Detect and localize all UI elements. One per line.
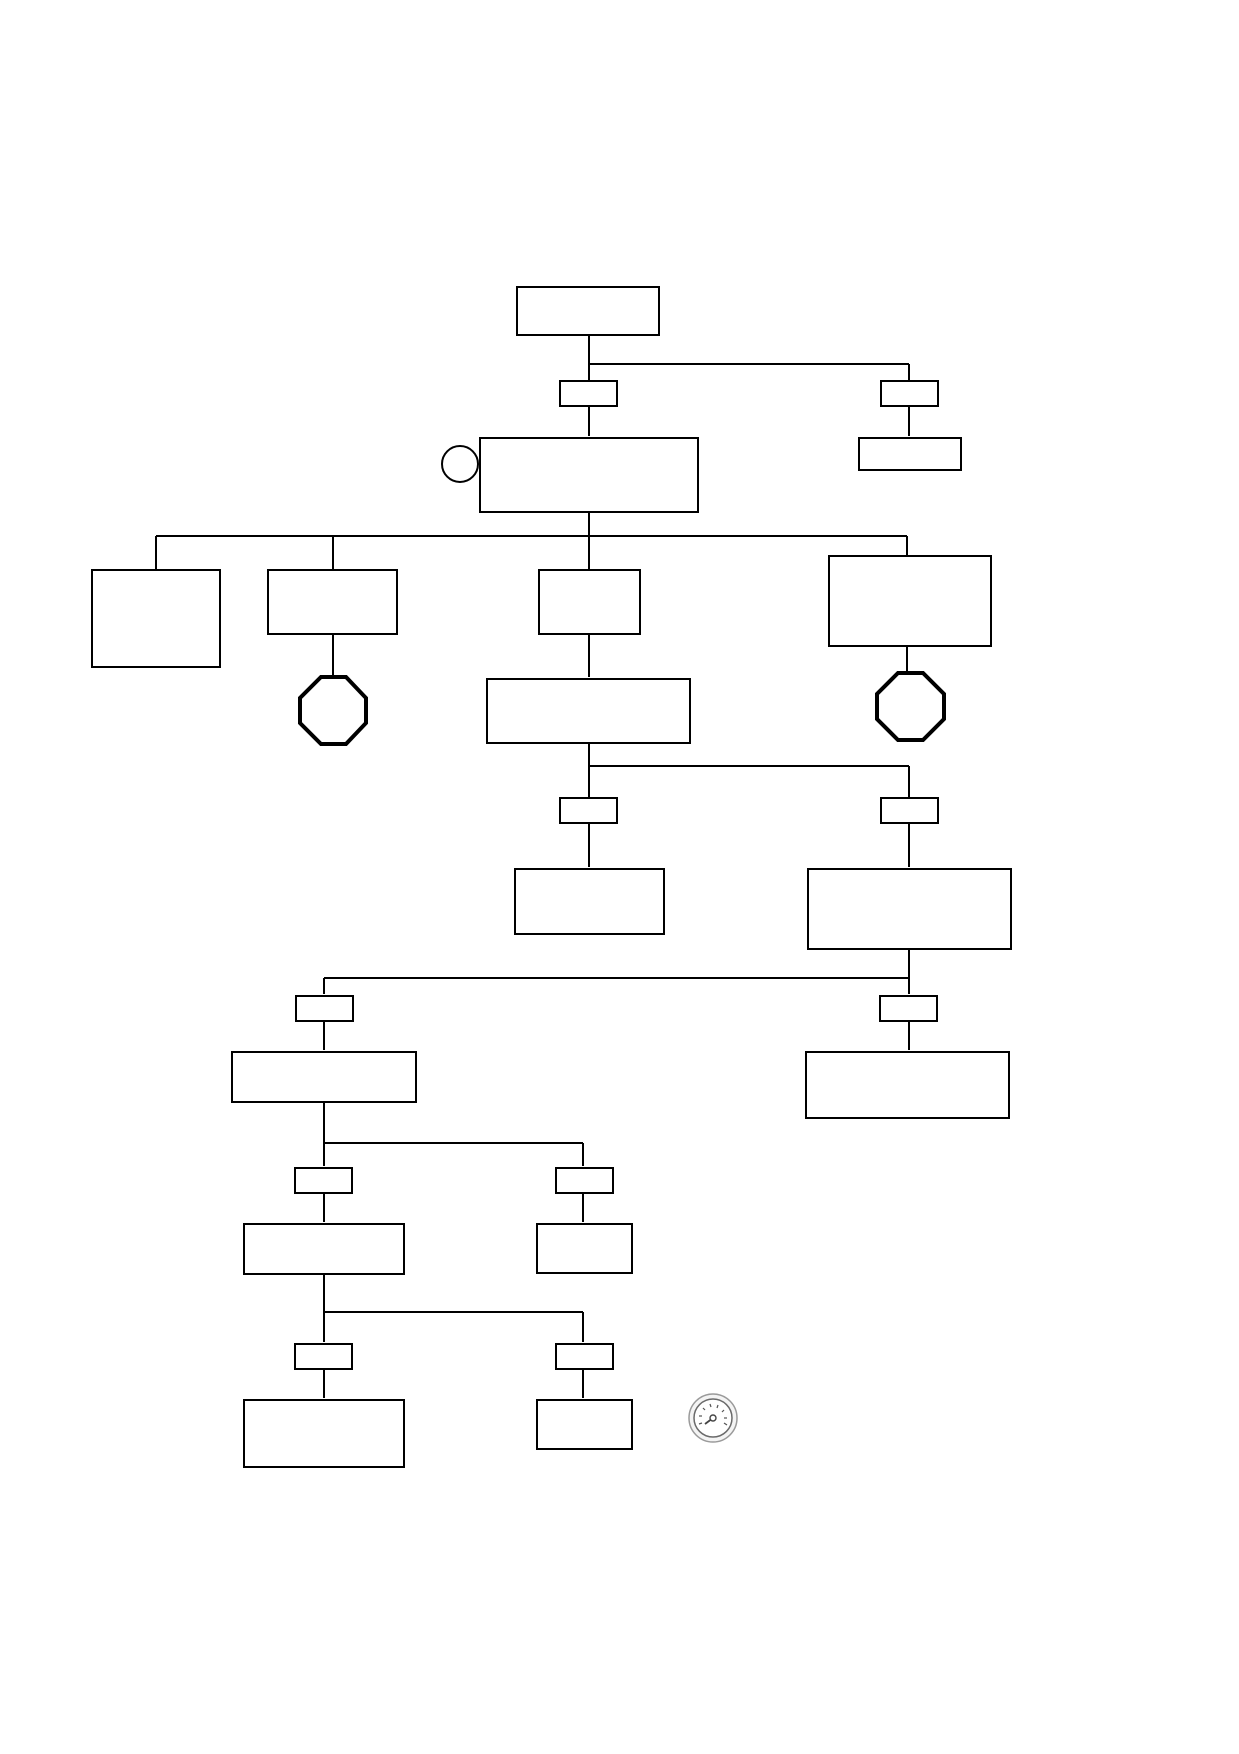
connector-c3b xyxy=(879,995,938,1022)
edge-n2-fanout xyxy=(155,512,908,570)
connector-c1b xyxy=(880,380,939,407)
edge-n8-split xyxy=(588,742,910,798)
edge-n13-split xyxy=(323,1272,584,1342)
edge-n11-split xyxy=(323,1100,584,1166)
process-box-n2 xyxy=(479,437,699,513)
connector-c5b xyxy=(555,1343,614,1370)
connector-c4b xyxy=(555,1167,614,1194)
edge-n1-split xyxy=(588,335,910,381)
terminator-t2 xyxy=(875,671,946,742)
process-box-n9 xyxy=(514,868,665,935)
connector-c3a xyxy=(295,995,354,1022)
edge-n10-split xyxy=(323,948,910,994)
connector-c4a xyxy=(294,1167,353,1194)
terminator-t1 xyxy=(298,675,368,746)
connector-c1a xyxy=(559,380,618,407)
gauge-icon xyxy=(688,1393,738,1443)
process-box-n15 xyxy=(243,1399,405,1468)
process-box-n16 xyxy=(536,1399,633,1450)
process-box-n7 xyxy=(828,555,992,647)
connector-c2a xyxy=(559,797,618,824)
nodes xyxy=(91,286,1012,1468)
process-box-n3 xyxy=(858,437,962,471)
process-box-n10 xyxy=(807,868,1012,950)
circle-marker xyxy=(441,445,479,483)
process-box-n14 xyxy=(536,1223,633,1274)
process-box-n13 xyxy=(243,1223,405,1275)
process-box-n4 xyxy=(91,569,221,668)
connector-c2b xyxy=(880,797,939,824)
process-box-n5 xyxy=(267,569,398,635)
connector-c5a xyxy=(294,1343,353,1370)
process-box-n12 xyxy=(805,1051,1010,1119)
process-box-n8 xyxy=(486,678,691,744)
process-box-n1 xyxy=(516,286,660,336)
edges xyxy=(155,335,910,1398)
process-box-n11 xyxy=(231,1051,417,1103)
process-box-n6 xyxy=(538,569,641,635)
